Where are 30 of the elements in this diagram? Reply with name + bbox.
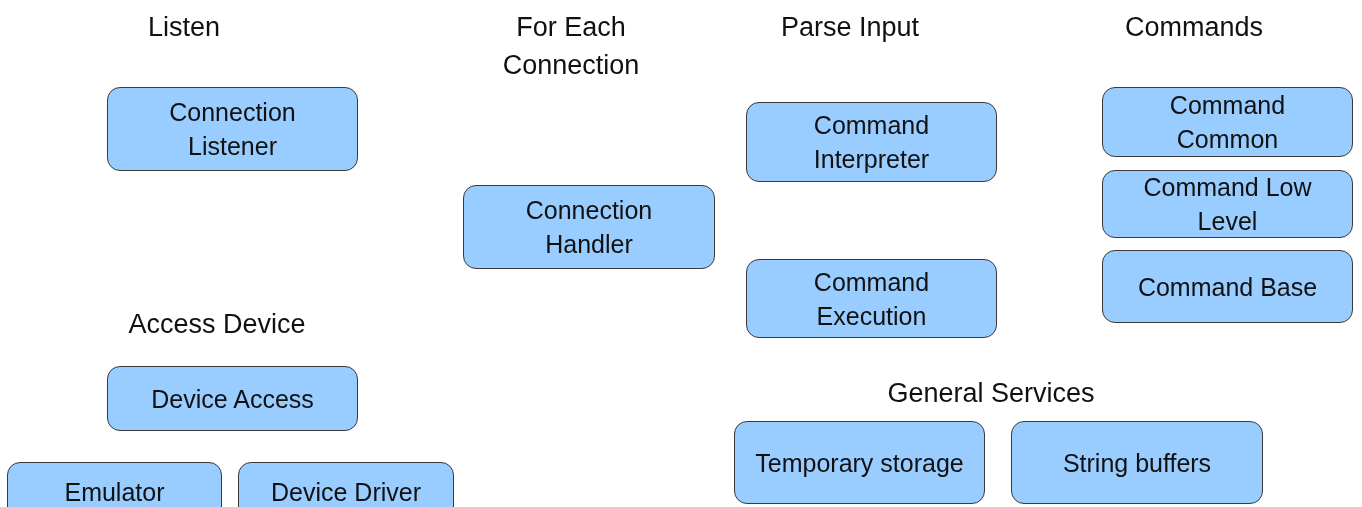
box-label: Device Access [151,383,314,415]
process-box [1102,250,1353,323]
group-heading: For Each Connection [501,11,641,82]
process-box [734,421,985,504]
group-heading: Access Device [127,308,307,341]
process-box [1102,170,1353,238]
box-label: Connection Listener [168,97,297,162]
process-box [107,87,358,171]
box-label: Emulator [64,477,165,507]
box-label: Command Low Level [1142,172,1313,237]
group-heading: Commands [1123,11,1264,44]
process-box [1011,421,1263,504]
box-label: Command Base [1137,271,1318,303]
process-box [746,259,997,338]
process-box [746,102,997,182]
box-label: Command Common [1168,90,1287,155]
process-box [107,366,358,431]
box-label: Device Driver [271,477,421,507]
box-label: Command Interpreter [812,110,931,175]
group-heading: Parse Input [779,11,921,44]
process-box [7,462,222,507]
group-heading: General Services [886,377,1096,410]
box-label: Command Execution [812,266,931,332]
box-label: Temporary storage [755,447,964,479]
process-box [463,185,715,269]
process-box [1102,87,1353,157]
box-label: Connection Handler [524,195,654,260]
process-box [238,462,454,507]
group-heading: Listen [146,11,222,44]
box-label: String buffers [1062,447,1212,479]
